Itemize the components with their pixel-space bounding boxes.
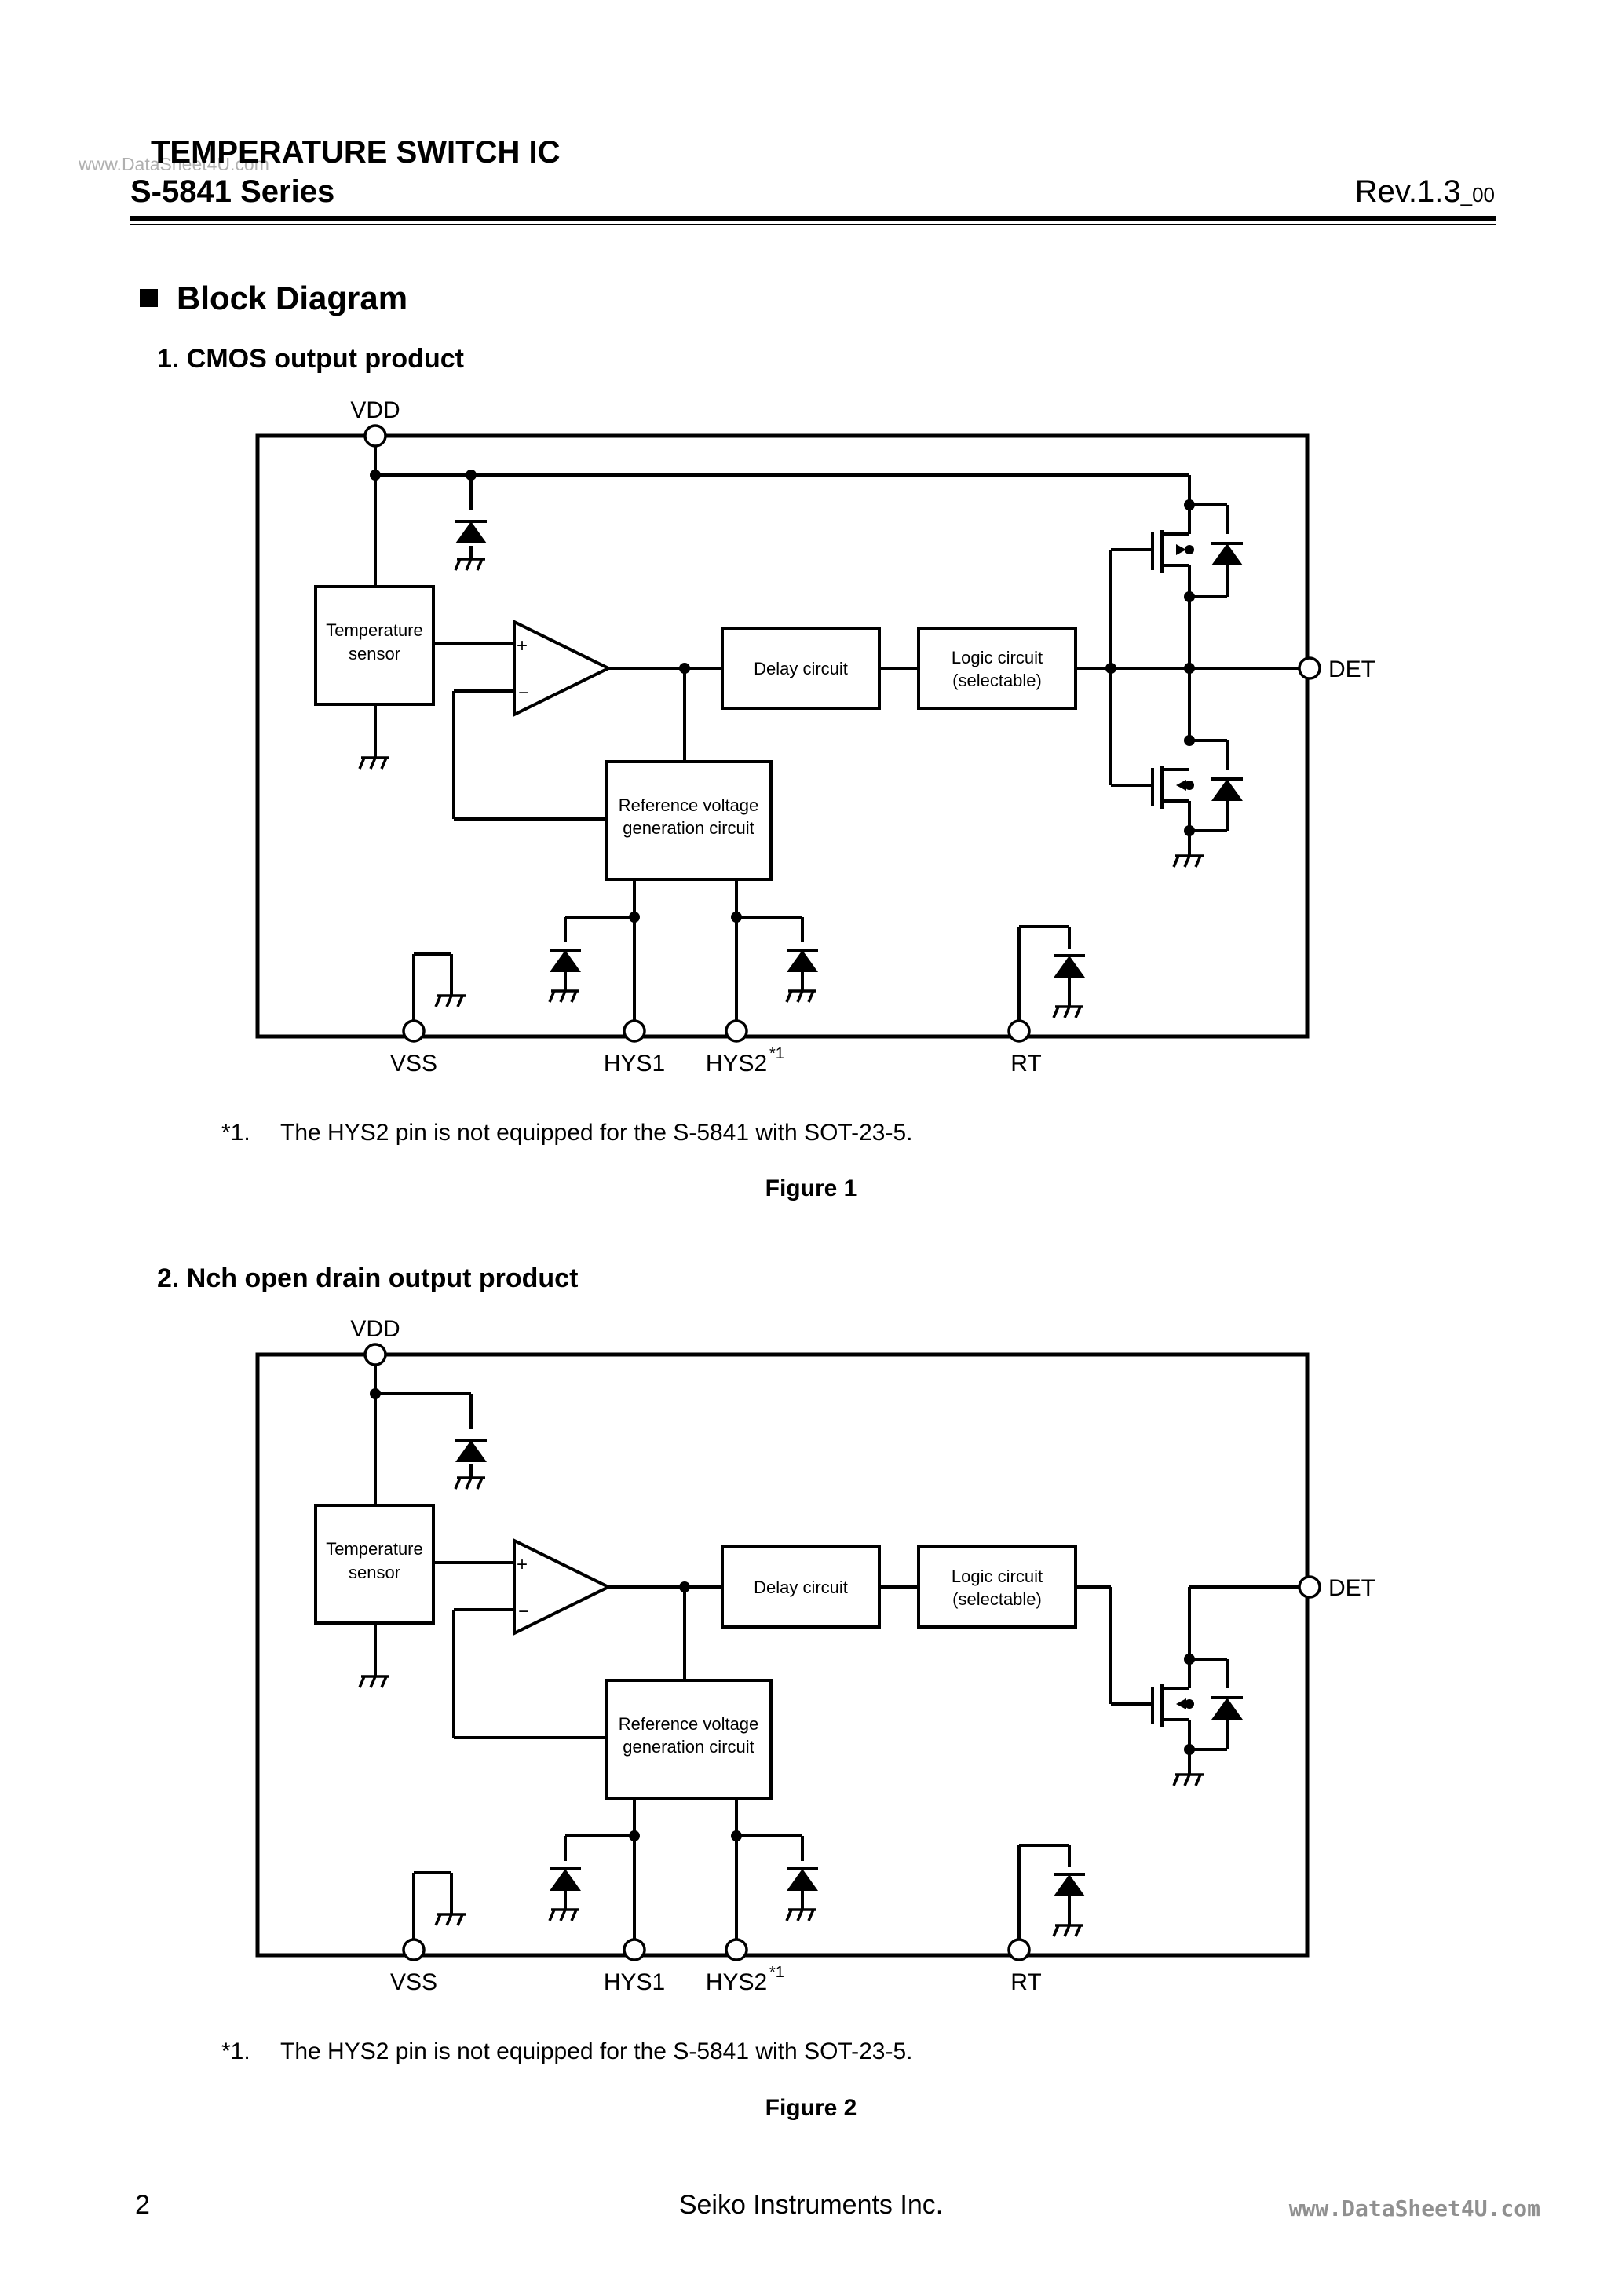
- logic-label-line2: (selectable): [952, 671, 1042, 690]
- figure2-fill-marks: [370, 1388, 1195, 1841]
- sensor-label-line2: sensor: [349, 1563, 400, 1582]
- sensor-label-line1: Temperature: [326, 1539, 423, 1559]
- delay-circuit-label: Delay circuit: [754, 1578, 848, 1597]
- hys2-footnote-mark: *1: [769, 1045, 784, 1062]
- revision-suffix: _00: [1460, 183, 1495, 207]
- pin-det-label: DET: [1328, 656, 1375, 682]
- figure1-fill-marks: [370, 470, 1195, 923]
- logic-label-line1: Logic circuit: [952, 1567, 1043, 1586]
- page-number: 2: [135, 2190, 150, 2220]
- figure1-block-diagram: VDD DET VSS HYS1 HYS2 RT *1 Temperature …: [255, 397, 1375, 1077]
- pin-vss-label: VSS: [390, 1969, 437, 1995]
- document-series: S-5841 Series: [130, 174, 335, 209]
- pin-hys1-label: HYS1: [604, 1969, 665, 1995]
- ref-label-line2: generation circuit: [623, 1737, 754, 1757]
- section-title: Block Diagram: [177, 280, 408, 316]
- comparator-minus: −: [518, 682, 529, 704]
- logic-label-line1: Logic circuit: [952, 648, 1043, 667]
- square-bullet-icon: [140, 289, 158, 307]
- figure1-caption: Figure 1: [765, 1175, 857, 1201]
- pin-rt-label: RT: [1010, 1051, 1041, 1077]
- logic-label-line2: (selectable): [952, 1589, 1042, 1609]
- figure2-note-mark: *1.: [221, 2038, 250, 2064]
- figure1-heading: 1. CMOS output product: [157, 344, 464, 374]
- comparator-minus: −: [518, 1601, 529, 1622]
- pin-det-label: DET: [1328, 1575, 1375, 1601]
- ref-label-line1: Reference voltage: [619, 1714, 759, 1734]
- pin-vdd-label: VDD: [350, 397, 400, 423]
- pin-hys2-label: HYS2: [706, 1969, 767, 1995]
- header-watermark: www.DataSheet4U.com: [79, 154, 269, 174]
- figure2-block-diagram: VDD DET VSS HYS1 HYS2 RT *1 Temperature …: [255, 1316, 1375, 1995]
- figure2-note-text: The HYS2 pin is not equipped for the S-5…: [280, 2038, 913, 2064]
- figure2-caption: Figure 2: [765, 2095, 857, 2121]
- document-title: TEMPERATURE SWITCH IC: [151, 135, 561, 170]
- hys2-footnote-mark: *1: [769, 1964, 784, 1981]
- comparator-plus: +: [517, 635, 528, 656]
- pin-vss-label: VSS: [390, 1051, 437, 1077]
- footer-watermark: www.DataSheet4U.com: [1288, 2195, 1540, 2221]
- figure1-note-mark: *1.: [221, 1120, 250, 1146]
- ref-label-line1: Reference voltage: [619, 795, 759, 815]
- revision-number: Rev.1.3: [1354, 174, 1461, 209]
- figure1-note: *1. The HYS2 pin is not equipped for the …: [221, 1120, 912, 1146]
- figure2-heading: 2. Nch open drain output product: [157, 1263, 579, 1293]
- pin-vdd-label: VDD: [350, 1316, 400, 1342]
- footer-company: Seiko Instruments Inc.: [678, 2190, 944, 2220]
- sensor-label-line1: Temperature: [326, 620, 423, 640]
- pin-hys2-label: HYS2: [706, 1051, 767, 1077]
- revision-label: Rev.1.3_00: [1355, 174, 1495, 210]
- sensor-label-line2: sensor: [349, 644, 400, 664]
- figure2-note: *1. The HYS2 pin is not equipped for the …: [221, 2038, 912, 2065]
- figure1-note-text: The HYS2 pin is not equipped for the S-5…: [280, 1120, 913, 1146]
- header-rule-thin: [130, 224, 1496, 225]
- section-heading: Block Diagram: [140, 280, 407, 317]
- delay-circuit-label: Delay circuit: [754, 659, 848, 678]
- pin-rt-label: RT: [1010, 1969, 1041, 1995]
- pin-hys1-label: HYS1: [604, 1051, 665, 1077]
- header-rule-thick: [130, 216, 1496, 221]
- ref-label-line2: generation circuit: [623, 818, 754, 838]
- comparator-plus: +: [517, 1554, 528, 1575]
